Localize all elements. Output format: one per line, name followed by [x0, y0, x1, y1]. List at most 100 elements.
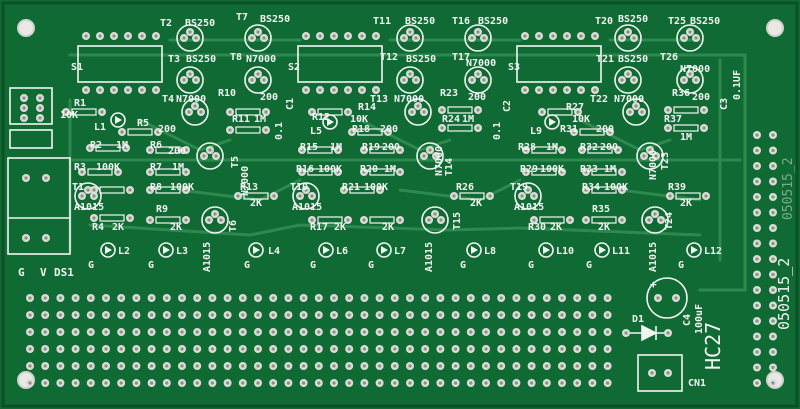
label-r2: R2 — [90, 140, 102, 151]
label-t24: T24 — [664, 212, 675, 230]
label-bs250-t25: BS250 — [690, 16, 720, 27]
mount-hole-tl — [17, 19, 35, 37]
label-r8-val: 100K — [170, 182, 194, 193]
drill-hole — [755, 226, 759, 230]
drill-hole — [530, 347, 534, 351]
drill-hole — [545, 296, 549, 300]
drill-hole — [454, 364, 458, 368]
label-l5: L5 — [310, 126, 322, 137]
drill-hole — [262, 36, 266, 40]
drill-hole — [194, 36, 198, 40]
drill-hole — [755, 133, 759, 137]
drill-hole — [606, 313, 610, 317]
label-r27: R27 — [566, 102, 584, 113]
label-r6: R6 — [150, 140, 162, 151]
label-r28-val: 1M — [546, 142, 558, 153]
drill-hole — [374, 88, 378, 92]
drill-hole — [350, 130, 354, 134]
drill-hole — [378, 364, 382, 368]
drill-hole — [193, 104, 197, 108]
drill-hole — [256, 30, 260, 34]
drill-hole — [476, 30, 480, 34]
drill-hole — [180, 313, 184, 317]
drill-hole — [302, 330, 306, 334]
label-g-l12: G — [678, 260, 684, 271]
transistor-outline — [416, 142, 444, 170]
resistor-outline — [155, 168, 181, 176]
drill-hole — [514, 381, 519, 385]
label-r9-val: 2K — [170, 222, 182, 233]
drill-hole — [378, 188, 382, 192]
drill-hole — [256, 296, 260, 300]
drill-hole — [346, 34, 350, 38]
drill-hole — [226, 381, 230, 385]
resistor-outline — [675, 192, 701, 200]
drill-hole — [398, 218, 402, 222]
label-g-l11: G — [586, 260, 592, 271]
drill-hole — [530, 330, 534, 334]
drill-hole — [590, 296, 595, 300]
drill-hole — [551, 34, 555, 38]
led-outline — [318, 242, 334, 258]
led-symbol — [115, 116, 122, 124]
drill-hole — [256, 381, 260, 385]
drill-hole — [236, 194, 240, 198]
drill-hole — [606, 364, 610, 368]
drill-hole — [44, 236, 48, 240]
drill-hole — [560, 364, 564, 368]
drill-hole — [362, 347, 366, 351]
led-symbol — [471, 246, 478, 254]
component-layer — [20, 24, 777, 387]
drill-hole — [302, 364, 306, 368]
drill-hole — [532, 194, 536, 198]
drill-hole — [184, 188, 188, 192]
label-t23: T23 — [660, 152, 671, 170]
label-t22: T22 — [590, 94, 608, 105]
drill-hole — [362, 148, 366, 152]
drill-hole — [271, 313, 275, 317]
drill-hole — [150, 381, 154, 385]
drill-hole — [271, 381, 275, 385]
label-t26: T26 — [660, 52, 678, 63]
drill-hole — [755, 148, 759, 153]
drill-hole — [58, 330, 63, 334]
drill-hole — [347, 330, 351, 334]
drill-hole — [378, 296, 382, 300]
drill-hole — [165, 347, 169, 351]
drill-hole — [360, 34, 364, 38]
drill-hole — [771, 133, 775, 137]
resistor-outline — [317, 108, 343, 116]
led-outline — [248, 242, 264, 258]
drill-hole — [410, 110, 414, 114]
drill-hole — [58, 381, 63, 385]
transistor-outline — [244, 66, 272, 94]
drill-hole — [64, 110, 68, 114]
drill-hole — [523, 88, 527, 92]
drill-hole — [626, 30, 630, 34]
label-l2: L2 — [118, 246, 130, 257]
drill-hole — [38, 96, 42, 100]
drill-hole — [134, 347, 138, 351]
label-r12: R12 — [312, 112, 330, 123]
drill-hole — [28, 296, 32, 300]
drill-hole — [310, 218, 314, 222]
drill-hole — [156, 130, 160, 134]
header-outline-2 — [9, 129, 53, 149]
drill-hole — [755, 210, 759, 215]
led-outline — [158, 242, 174, 258]
led-symbol — [253, 246, 260, 254]
drill-hole — [771, 303, 775, 308]
label-r37: R37 — [664, 114, 682, 125]
drill-hole — [524, 170, 528, 174]
resistor-outline — [99, 186, 125, 194]
drill-hole — [58, 347, 63, 351]
drill-hole — [438, 313, 442, 317]
trace-bot-1 — [88, 223, 702, 237]
resistor-outline — [357, 128, 383, 136]
drill-hole — [154, 88, 158, 92]
label-t21: T21 — [596, 54, 614, 65]
drill-hole — [134, 381, 138, 385]
label-g: G — [18, 266, 25, 279]
drill-hole — [771, 164, 775, 168]
resistor-outline — [307, 146, 333, 154]
